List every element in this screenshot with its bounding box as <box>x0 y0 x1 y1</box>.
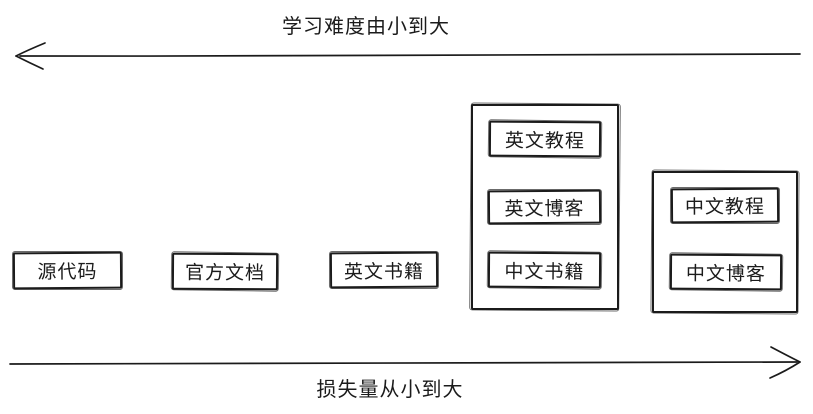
box-official-docs: 官方文档 <box>171 252 279 291</box>
box-source-code-label: 源代码 <box>37 261 98 284</box>
box-english-books: 英文书籍 <box>329 251 439 289</box>
box-english-blogs-label: 英文博客 <box>504 198 585 220</box>
difficulty-axis-label: 学习难度由小到大 <box>282 16 450 38</box>
box-english-tutorials: 英文教程 <box>488 120 602 158</box>
box-source-code: 源代码 <box>12 251 123 290</box>
box-official-docs-label: 官方文档 <box>184 262 266 285</box>
loss-axis-label: 损失量从小到大 <box>316 379 464 401</box>
box-chinese-books-label: 中文书籍 <box>504 261 585 283</box>
difficulty-arrow-left-icon <box>15 42 801 70</box>
box-english-books-label: 英文书籍 <box>343 261 425 283</box>
box-chinese-blogs: 中文博客 <box>669 253 783 291</box>
group-box-chinese: 中文教程 中文博客 <box>652 171 798 313</box>
box-english-tutorials-label: 英文教程 <box>504 130 586 152</box>
box-chinese-tutorials-label: 中文教程 <box>684 196 766 219</box>
box-chinese-tutorials: 中文教程 <box>670 187 780 224</box>
group-box-mixed-language: 英文教程 英文博客 中文书籍 <box>471 104 619 310</box>
box-chinese-books: 中文书籍 <box>487 251 602 289</box>
box-english-blogs: 英文博客 <box>487 189 602 225</box>
box-chinese-blogs-label: 中文博客 <box>685 263 767 285</box>
